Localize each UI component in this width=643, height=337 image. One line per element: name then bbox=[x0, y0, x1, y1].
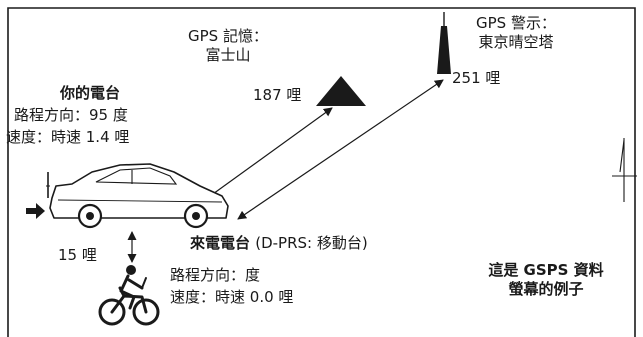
cyclist-icon bbox=[98, 265, 160, 326]
car-icon bbox=[46, 163, 229, 229]
cyclist-distance: 15 哩 bbox=[58, 246, 97, 264]
calling-station-speed: 速度：時速 0.0 哩 bbox=[170, 288, 293, 307]
tower-icon bbox=[437, 12, 451, 74]
gps-memory-distance: 187 哩 bbox=[253, 86, 302, 104]
gps-alarm-distance: 251 哩 bbox=[452, 69, 501, 87]
my-station-speed: 速度：時速 1.4 哩 bbox=[6, 128, 130, 146]
gps-alarm-label: GPS 警示： 東京晴空塔 bbox=[456, 14, 576, 52]
calling-station-speed-value: 0.0 哩 bbox=[249, 288, 294, 306]
example-caption-line2: 螢幕的例子 bbox=[508, 280, 584, 298]
my-station-course: 路程方向：95 度 bbox=[14, 106, 128, 124]
calling-station-speed-prefix: 速度：時速 bbox=[170, 288, 250, 306]
gps-memory-line2: 富士山 bbox=[205, 46, 251, 64]
calling-station-title-prefix: 來電電台 bbox=[190, 234, 256, 252]
gps-memory-label: GPS 記憶： 富士山 bbox=[172, 27, 284, 65]
example-caption: 這是 GSPS 資料 螢幕的例子 bbox=[466, 261, 626, 299]
calling-station-title-suffix: (D-PRS: 移動台) bbox=[255, 234, 368, 252]
mountain-icon bbox=[316, 76, 366, 106]
direction-arrow-icon bbox=[26, 203, 45, 219]
arrow-to-tower bbox=[237, 79, 444, 220]
gps-memory-line1: GPS 記憶： bbox=[188, 27, 268, 45]
gps-alarm-line1: GPS 警示： bbox=[476, 14, 556, 32]
tower-outline-icon bbox=[612, 138, 637, 202]
calling-station-title: 來電電台 (D-PRS: 移動台) bbox=[190, 234, 368, 253]
frame-border bbox=[7, 7, 636, 337]
gps-alarm-line2: 東京晴空塔 bbox=[478, 33, 554, 51]
calling-station-course: 路程方向：度 bbox=[170, 266, 261, 284]
my-station-title: 你的電台 bbox=[59, 84, 120, 102]
example-caption-line1: 這是 GSPS 資料 bbox=[488, 261, 604, 279]
